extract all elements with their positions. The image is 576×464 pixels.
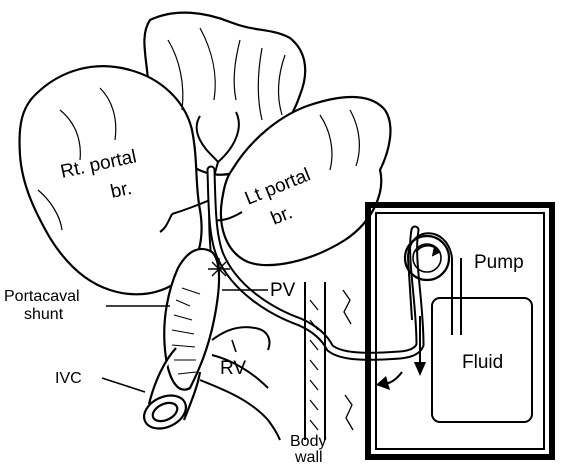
- rt-portal-label-line2: br.: [109, 178, 134, 203]
- body-wall-label-line1: Body: [290, 433, 326, 450]
- ivc-label: IVC: [55, 370, 82, 387]
- fluid-label: Fluid: [462, 352, 503, 373]
- portacaval-label-line2: shunt: [24, 306, 64, 323]
- ivc-leader: [102, 378, 145, 392]
- body-wall: [305, 282, 353, 440]
- body-wall-label-line2: wall: [294, 449, 323, 464]
- portacaval-label-line1: Portacaval: [4, 288, 80, 305]
- pv-label: PV: [270, 280, 296, 301]
- pump-label: Pump: [474, 252, 524, 273]
- liver-right-lobe: [20, 66, 202, 294]
- rv-label: RV: [220, 358, 246, 379]
- renal-vein: [200, 327, 280, 440]
- rv-leader: [232, 340, 236, 352]
